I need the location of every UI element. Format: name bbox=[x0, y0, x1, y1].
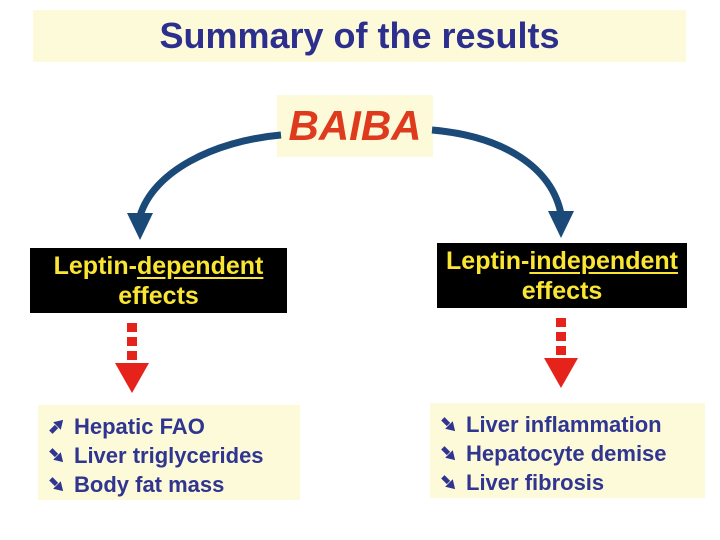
independent-word: independent bbox=[529, 246, 678, 275]
list-item: Hepatic FAO bbox=[48, 412, 292, 441]
curved-arrow-left bbox=[127, 131, 282, 240]
list-item: Liver inflammation bbox=[440, 410, 697, 439]
leptin-dependent-box: Leptin-dependent effects bbox=[30, 248, 287, 313]
title-banner: Summary of the results bbox=[33, 10, 686, 62]
dashed-arrow-left bbox=[115, 323, 149, 393]
up-right-arrow-icon bbox=[48, 418, 65, 435]
down-right-arrow-icon bbox=[48, 447, 65, 464]
dependent-word: dependent bbox=[136, 251, 264, 280]
leptin-dependent-line1: Leptin-dependent bbox=[54, 251, 264, 281]
down-right-arrow-icon bbox=[48, 476, 65, 493]
down-right-arrow-icon bbox=[440, 474, 457, 491]
effect-text: Hepatocyte demise bbox=[466, 440, 667, 466]
down-right-arrow-icon bbox=[440, 445, 457, 462]
curved-arrow-right bbox=[431, 126, 574, 238]
leptin-dependent-line2: effects bbox=[118, 281, 199, 310]
leptin-independent-line2: effects bbox=[521, 276, 603, 305]
leptin-independent-line1: Leptin-independent bbox=[446, 246, 678, 276]
baiba-node: BAIBA bbox=[277, 95, 433, 157]
down-right-arrow-icon bbox=[440, 416, 457, 433]
baiba-label: BAIBA bbox=[288, 102, 422, 149]
list-item: Body fat mass bbox=[48, 470, 292, 499]
effect-text: Body fat mass bbox=[74, 471, 225, 497]
list-item: Liver fibrosis bbox=[440, 468, 697, 497]
leptin-independent-box: Leptin-independent effects bbox=[437, 243, 687, 308]
effect-text: Liver fibrosis bbox=[466, 469, 605, 495]
leptin-prefix: Leptin- bbox=[53, 251, 137, 280]
effect-text: Liver inflammation bbox=[466, 411, 662, 437]
leptin-dependent-effects-list: Hepatic FAO Liver triglycerides Body fat… bbox=[38, 405, 300, 500]
effect-text: Hepatic FAO bbox=[74, 413, 205, 439]
leptin-prefix: Leptin- bbox=[446, 246, 530, 275]
effect-text: Liver triglycerides bbox=[74, 442, 264, 468]
leptin-independent-effects-list: Liver inflammation Hepatocyte demise Liv… bbox=[430, 403, 705, 498]
dashed-arrow-right bbox=[544, 318, 578, 388]
list-item: Liver triglycerides bbox=[48, 441, 292, 470]
list-item: Hepatocyte demise bbox=[440, 439, 697, 468]
slide-title: Summary of the results bbox=[159, 15, 560, 56]
